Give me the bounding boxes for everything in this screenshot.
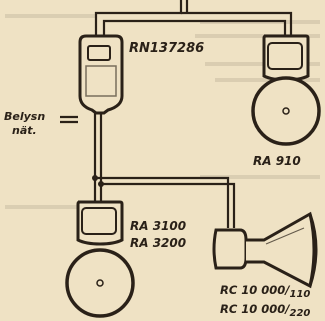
transformer-plate xyxy=(87,45,111,61)
junctions xyxy=(92,175,104,187)
horn-label-2: RC 10 000/220 xyxy=(220,302,310,319)
horn-label-1: RC 10 000/110 xyxy=(220,283,310,300)
wiring xyxy=(60,0,293,228)
horn-signal xyxy=(212,211,318,289)
wire-top-in-a xyxy=(94,0,183,40)
junction-dot xyxy=(98,181,104,187)
bell-right-gong xyxy=(251,76,321,146)
bell-right xyxy=(251,34,321,146)
junction-dot xyxy=(92,175,98,181)
transformer-unit xyxy=(78,34,124,115)
bell-left xyxy=(65,200,135,318)
bell-left-gong xyxy=(65,248,135,318)
wire-top-right-a xyxy=(102,19,287,40)
wire-horn-a xyxy=(95,176,230,228)
bell-left-label-2: RA 3200 xyxy=(130,236,186,250)
bell-right-label: RA 910 xyxy=(253,154,301,168)
mains-label-line2: nät. xyxy=(12,124,37,137)
mains-label-line1: Belysn xyxy=(4,110,45,123)
wire-top-right-b xyxy=(181,11,293,36)
bell-left-label-1: RA 3100 xyxy=(130,219,186,233)
wire-horn-b xyxy=(101,182,236,228)
transformer-label: RN137286 xyxy=(129,41,204,56)
